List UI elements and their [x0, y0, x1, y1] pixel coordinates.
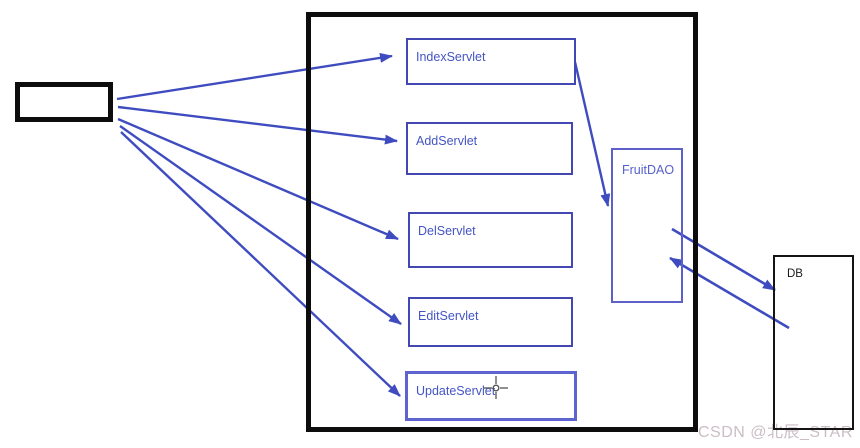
box-editservlet: EditServlet [408, 297, 573, 347]
editservlet-label: EditServlet [418, 309, 479, 323]
box-addservlet: AddServlet [406, 122, 573, 175]
db-label: DB [787, 268, 803, 280]
fruitdao-label: FruitDAO [622, 163, 675, 177]
delservlet-label: DelServlet [418, 224, 476, 238]
box-db: DB [773, 255, 854, 430]
box-updateservlet: UpdateServlet [405, 371, 577, 421]
addservlet-label: AddServlet [416, 134, 478, 148]
box-fruitdao: FruitDAO [611, 148, 683, 303]
box-delservlet: DelServlet [408, 212, 573, 268]
client-box [15, 82, 113, 122]
updateservlet-label: UpdateServlet [416, 384, 496, 398]
box-indexservlet: IndexServlet [406, 38, 576, 85]
indexservlet-label: IndexServlet [416, 50, 486, 64]
